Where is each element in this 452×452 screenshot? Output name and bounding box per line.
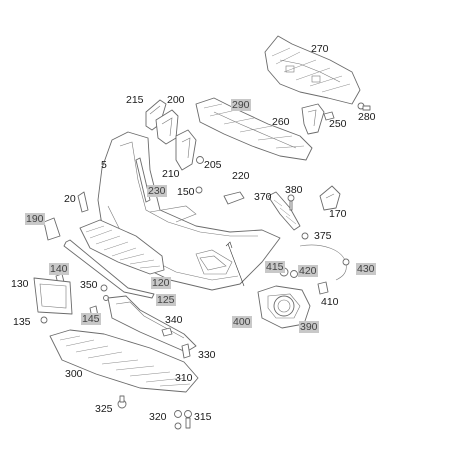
label-390: 390 xyxy=(299,321,319,333)
part-375-clip[interactable] xyxy=(301,232,309,240)
part-205-nut[interactable] xyxy=(196,156,204,164)
part-130-plate-holder[interactable] xyxy=(33,277,73,315)
label-5: 5 xyxy=(101,159,107,171)
part-390-fog-lamp[interactable] xyxy=(273,295,295,317)
part-320-bolt[interactable] xyxy=(174,410,182,430)
part-430-wiring[interactable] xyxy=(299,244,350,281)
label-350: 350 xyxy=(80,279,98,291)
label-120: 120 xyxy=(151,277,171,289)
part-420-bracket[interactable] xyxy=(290,270,298,278)
part-125-strip[interactable] xyxy=(63,239,155,299)
label-370: 370 xyxy=(254,191,272,203)
label-270: 270 xyxy=(311,43,329,55)
label-135: 135 xyxy=(13,316,31,328)
part-310-frame[interactable] xyxy=(107,295,197,353)
part-350-screw[interactable] xyxy=(100,284,109,301)
label-340: 340 xyxy=(165,314,183,326)
part-380-screw[interactable] xyxy=(287,194,295,211)
label-330: 330 xyxy=(198,349,216,361)
label-125: 125 xyxy=(156,294,176,306)
part-120-grille[interactable] xyxy=(79,219,165,275)
label-420: 420 xyxy=(298,265,318,277)
part-300-undertray[interactable] xyxy=(49,329,199,393)
label-300: 300 xyxy=(65,368,83,380)
label-205: 205 xyxy=(204,159,222,171)
label-220: 220 xyxy=(232,170,250,182)
label-150: 150 xyxy=(177,186,195,198)
part-220-bracket[interactable] xyxy=(223,191,245,205)
label-380: 380 xyxy=(285,184,303,196)
label-140: 140 xyxy=(49,263,69,275)
part-260-bracket[interactable] xyxy=(301,103,325,135)
part-190-bracket[interactable] xyxy=(43,217,61,241)
part-270-bracket[interactable] xyxy=(264,35,361,105)
part-325-bolt[interactable] xyxy=(117,395,127,409)
part-20-stopper[interactable] xyxy=(77,191,89,213)
part-290-absorber[interactable] xyxy=(195,97,313,161)
part-410-connector[interactable] xyxy=(317,281,329,295)
label-320: 320 xyxy=(149,411,167,423)
label-250: 250 xyxy=(329,118,347,130)
label-200: 200 xyxy=(167,94,185,106)
label-190: 190 xyxy=(25,213,45,225)
label-375: 375 xyxy=(314,230,332,242)
part-170-plate[interactable] xyxy=(319,185,341,211)
label-290: 290 xyxy=(231,99,251,111)
part-135-screw[interactable] xyxy=(40,316,48,324)
part-210-bracket[interactable] xyxy=(175,129,197,171)
label-410: 410 xyxy=(321,296,339,308)
label-400: 400 xyxy=(232,316,252,328)
label-20: 20 xyxy=(64,193,76,205)
label-315: 315 xyxy=(194,411,212,423)
label-145: 145 xyxy=(81,313,101,325)
part-280-clip[interactable] xyxy=(357,102,371,111)
part-230-strip[interactable] xyxy=(135,157,151,203)
part-340-clip[interactable] xyxy=(161,327,173,337)
part-330-clip[interactable] xyxy=(181,343,191,359)
label-130: 130 xyxy=(11,278,29,290)
label-415: 415 xyxy=(265,261,285,273)
label-280: 280 xyxy=(358,111,376,123)
label-430: 430 xyxy=(356,263,376,275)
part-150-clip[interactable] xyxy=(195,186,203,194)
label-325: 325 xyxy=(95,403,113,415)
label-260: 260 xyxy=(272,116,290,128)
part-250-screw[interactable] xyxy=(323,111,335,121)
label-310: 310 xyxy=(175,372,193,384)
label-170: 170 xyxy=(329,208,347,220)
label-230: 230 xyxy=(147,185,167,197)
part-315-bolt[interactable] xyxy=(184,410,192,429)
part-370-bracket[interactable] xyxy=(267,191,301,231)
label-215: 215 xyxy=(126,94,144,106)
label-210: 210 xyxy=(162,168,180,180)
